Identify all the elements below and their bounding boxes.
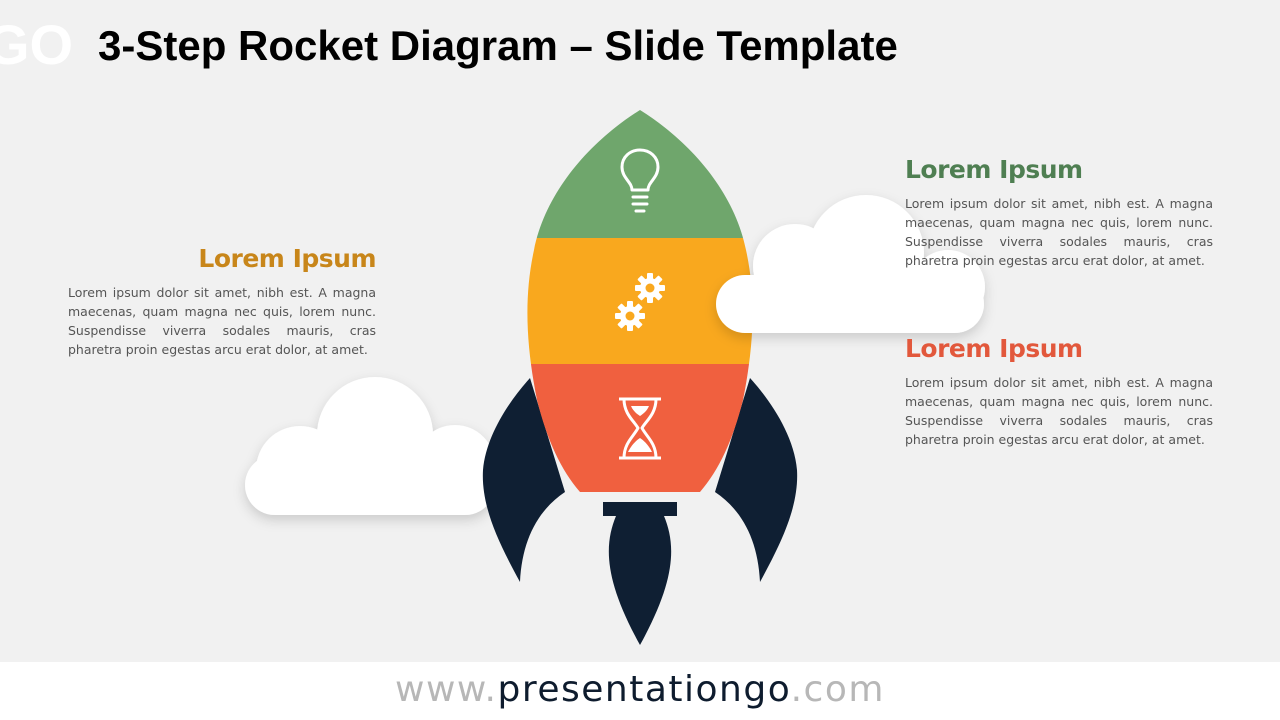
footer-url-prefix: www.	[395, 669, 498, 710]
gears-icon	[615, 273, 665, 331]
rocket-segment-top	[527, 110, 753, 238]
step-block-bottom-right: Lorem Ipsum Lorem ipsum dolor sit amet, …	[905, 333, 1213, 449]
rocket-fin-right	[715, 378, 798, 582]
step-heading-bottom-right: Lorem Ipsum	[905, 334, 1083, 363]
page-title: 3-Step Rocket Diagram – Slide Template	[98, 22, 898, 69]
footer-url[interactable]: www.presentationgo.com	[395, 668, 885, 712]
presentationgo-logo: GO	[0, 14, 73, 76]
footer-url-main: presentationgo	[497, 669, 791, 710]
step-body-left: Lorem ipsum dolor sit amet, nibh est. A …	[68, 285, 376, 357]
rocket-flame	[603, 502, 677, 645]
step-block-top-right: Lorem Ipsum Lorem ipsum dolor sit amet, …	[905, 154, 1213, 270]
gear-large-icon	[635, 273, 665, 303]
logo-text: GO	[0, 14, 73, 76]
gear-small-icon	[615, 301, 645, 331]
step-body-bottom-right: Lorem ipsum dolor sit amet, nibh est. A …	[905, 375, 1213, 447]
lightbulb-icon	[620, 148, 660, 213]
footer-url-suffix: .com	[790, 669, 885, 710]
step-block-left: Lorem Ipsum Lorem ipsum dolor sit amet, …	[68, 243, 377, 359]
rocket-segment-bottom	[527, 364, 753, 492]
rocket-fins	[482, 378, 798, 645]
cloud-left	[245, 377, 495, 515]
step-heading-top-right: Lorem Ipsum	[905, 155, 1083, 184]
cloud-right	[716, 195, 985, 333]
rocket-fin-left	[482, 378, 565, 582]
rocket-segment-middle	[527, 238, 753, 364]
rocket-diagram	[245, 110, 985, 645]
step-body-top-right: Lorem ipsum dolor sit amet, nibh est. A …	[905, 196, 1213, 268]
step-heading-left: Lorem Ipsum	[198, 244, 376, 273]
footer: www.presentationgo.com	[0, 662, 1280, 720]
hourglass-icon	[619, 397, 661, 460]
